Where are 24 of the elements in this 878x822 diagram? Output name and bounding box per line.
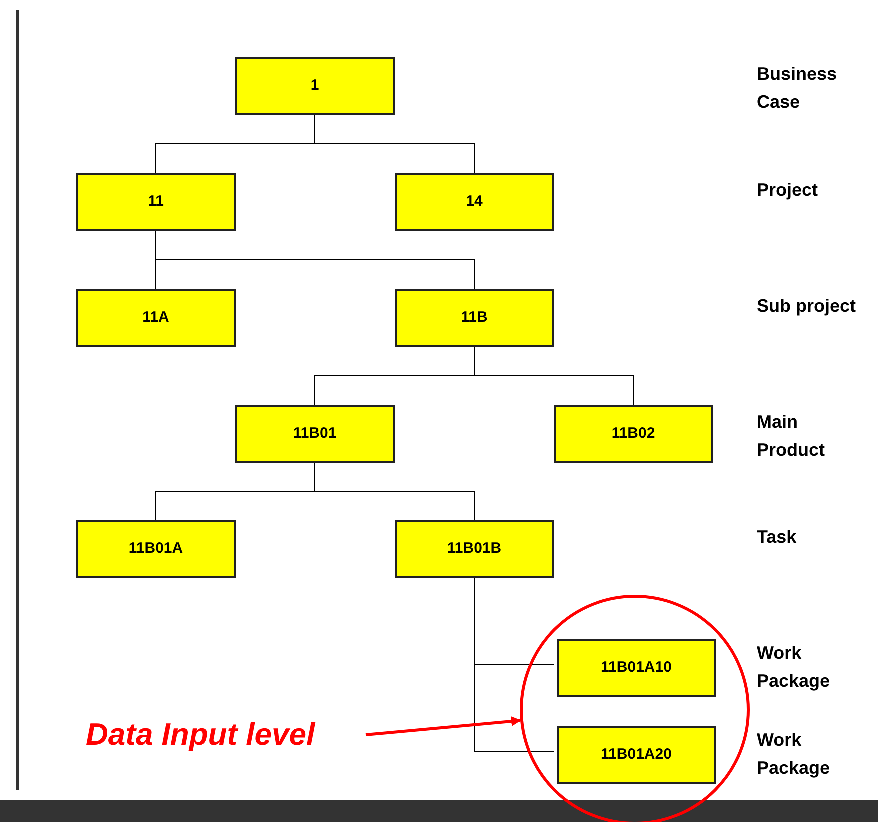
- connector-line: [314, 114, 475, 174]
- process-box: 11B01A10: [557, 639, 716, 697]
- level-label: Business Case: [757, 63, 838, 114]
- process-box: 11B01: [235, 405, 395, 463]
- level-label: Work Package: [757, 729, 832, 780]
- process-box: 14: [395, 173, 554, 231]
- process-box: 1: [235, 57, 395, 115]
- process-box: 11B01A20: [557, 726, 716, 784]
- level-label: Project: [757, 179, 820, 202]
- process-box: 11B01A: [76, 520, 236, 578]
- level-label: Main Product: [757, 411, 826, 462]
- level-label: Sub project: [757, 295, 858, 318]
- process-box: 11: [76, 173, 236, 231]
- process-box: 11B02: [554, 405, 713, 463]
- level-label: Work Package: [757, 642, 832, 693]
- process-box: 11B01B: [395, 520, 554, 578]
- callout-text: Data Input level: [86, 714, 366, 756]
- process-box: 11B: [395, 289, 554, 347]
- connector-line: [314, 462, 475, 520]
- process-box: 11A: [76, 289, 236, 347]
- connector-line: [474, 578, 554, 752]
- connector-line: [474, 346, 634, 406]
- arrow: [366, 716, 522, 736]
- level-label: Task: [757, 526, 798, 549]
